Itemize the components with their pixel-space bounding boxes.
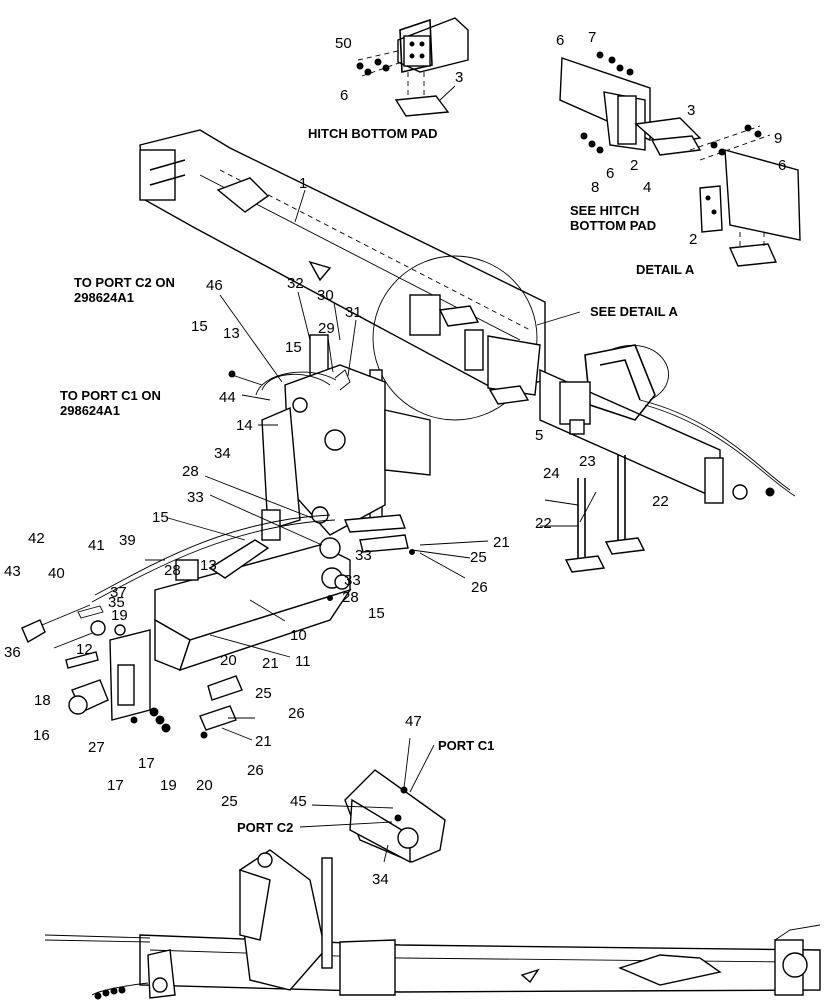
- callout-label: 28: [182, 463, 199, 480]
- callout-label: 16: [33, 727, 50, 744]
- callout-label: 47: [405, 713, 422, 730]
- callout-label: 32: [287, 275, 304, 292]
- callout-label: 26: [288, 705, 305, 722]
- callout-label: 36: [4, 644, 21, 661]
- callout-label: 6: [340, 87, 348, 104]
- caption-see-hitch-1: SEE HITCH: [570, 203, 639, 218]
- callout-label: 41: [88, 537, 105, 554]
- callout-label: 27: [88, 739, 105, 756]
- callout-label: 13: [223, 325, 240, 342]
- callout-label: 22: [535, 515, 552, 532]
- callout-label: 28: [342, 589, 359, 606]
- callout-label: 40: [48, 565, 65, 582]
- hitch-bottom-pad-detail: [356, 17, 469, 117]
- callout-label: 19: [160, 777, 177, 794]
- callout-label: 17: [138, 755, 155, 772]
- callout-label: 24: [543, 465, 560, 482]
- callout-label: 34: [372, 871, 389, 888]
- callout-label: 11: [295, 653, 311, 670]
- callout-label: 8: [591, 179, 599, 196]
- callout-label: 2: [630, 157, 638, 174]
- callout-label: 18: [34, 692, 51, 709]
- callout-label: 15: [191, 318, 208, 335]
- detail-a-drawing: [559, 51, 801, 267]
- callout-label: 25: [221, 793, 238, 810]
- callout-label: 15: [368, 605, 385, 622]
- callout-label: 26: [471, 579, 488, 596]
- callout-label: 5: [535, 427, 543, 444]
- callout-label: 12: [76, 641, 93, 658]
- callout-label: 46: [206, 277, 223, 294]
- captions: HITCH BOTTOM PAD DETAIL A SEE HITCH BOTT…: [60, 126, 695, 835]
- callout-label: 21: [262, 655, 279, 672]
- main-beam: [139, 129, 546, 393]
- lower-frame: [21, 514, 415, 739]
- caption-to-port-c1-line1: TO PORT C1 ON: [60, 388, 161, 403]
- caption-port-c1: PORT C1: [438, 738, 494, 753]
- leader-lines: [145, 189, 597, 741]
- caption-to-port-c2-line1: TO PORT C2 ON: [74, 275, 175, 290]
- callout-label: 21: [493, 534, 510, 551]
- callout-label: 26: [247, 762, 264, 779]
- side-view-assembly: [44, 849, 821, 1000]
- callout-label: 19: [111, 607, 128, 624]
- callout-label: 23: [579, 453, 596, 470]
- callout-label: 33: [187, 489, 204, 506]
- callout-label: 13: [200, 557, 217, 574]
- caption-hitch-bottom-pad: HITCH BOTTOM PAD: [308, 126, 438, 141]
- callout-label: 6: [778, 157, 786, 174]
- callout-label: 31: [345, 304, 362, 321]
- callout-label: 35: [108, 594, 125, 611]
- callout-label: 4: [643, 179, 651, 196]
- callout-label: 3: [455, 69, 463, 86]
- callout-label: 50: [335, 35, 352, 52]
- callout-label: 1: [299, 175, 307, 192]
- callout-label: 33: [344, 572, 361, 589]
- detail-a-inner: [409, 294, 541, 405]
- callout-label: 44: [219, 389, 236, 406]
- callout-label: 33: [355, 547, 372, 564]
- callout-label: 17: [107, 777, 124, 794]
- caption-see-detail-a: SEE DETAIL A: [590, 304, 678, 319]
- caption-to-port-c1-line2: 298624A1: [60, 403, 120, 418]
- detail-a-circle: [372, 255, 538, 421]
- callout-label: 45: [290, 793, 307, 810]
- callout-label: 25: [255, 685, 272, 702]
- cylinder-port-detail: [299, 737, 446, 864]
- callout-label: 14: [236, 417, 253, 434]
- callout-label: 15: [285, 339, 302, 356]
- callout-label: 20: [220, 652, 237, 669]
- callout-label: 10: [290, 627, 307, 644]
- right-beam-assembly: [539, 344, 796, 573]
- callout-label: 34: [214, 445, 231, 462]
- callout-label: 2: [689, 231, 697, 248]
- hitch-assembly: [228, 334, 431, 553]
- callout-label: 6: [606, 165, 614, 182]
- callout-label: 37: [110, 584, 127, 601]
- caption-detail-a: DETAIL A: [636, 262, 695, 277]
- callout-label: 15: [152, 509, 169, 526]
- callout-label: 3: [687, 102, 695, 119]
- callout-label: 43: [4, 563, 21, 580]
- callout-label: 22: [652, 493, 669, 510]
- callout-label: 28: [164, 562, 181, 579]
- callout-label: 29: [318, 320, 335, 337]
- callout-numbers: 50 6 3 6 7 3 2 6 8 4 9 6 2 1 46 32 30 29…: [4, 29, 786, 888]
- callout-label: 39: [119, 532, 136, 549]
- caption-see-hitch-2: BOTTOM PAD: [570, 218, 656, 233]
- caption-to-port-c2-line2: 298624A1: [74, 290, 134, 305]
- callout-label: 20: [196, 777, 213, 794]
- callout-label: 9: [774, 130, 782, 147]
- callout-label: 6: [556, 32, 564, 49]
- callout-label: 25: [470, 549, 487, 566]
- callout-label: 21: [255, 733, 272, 750]
- callout-label: 7: [588, 29, 596, 46]
- caption-port-c2: PORT C2: [237, 820, 293, 835]
- callout-label: 30: [317, 287, 334, 304]
- callout-label: 42: [28, 530, 45, 547]
